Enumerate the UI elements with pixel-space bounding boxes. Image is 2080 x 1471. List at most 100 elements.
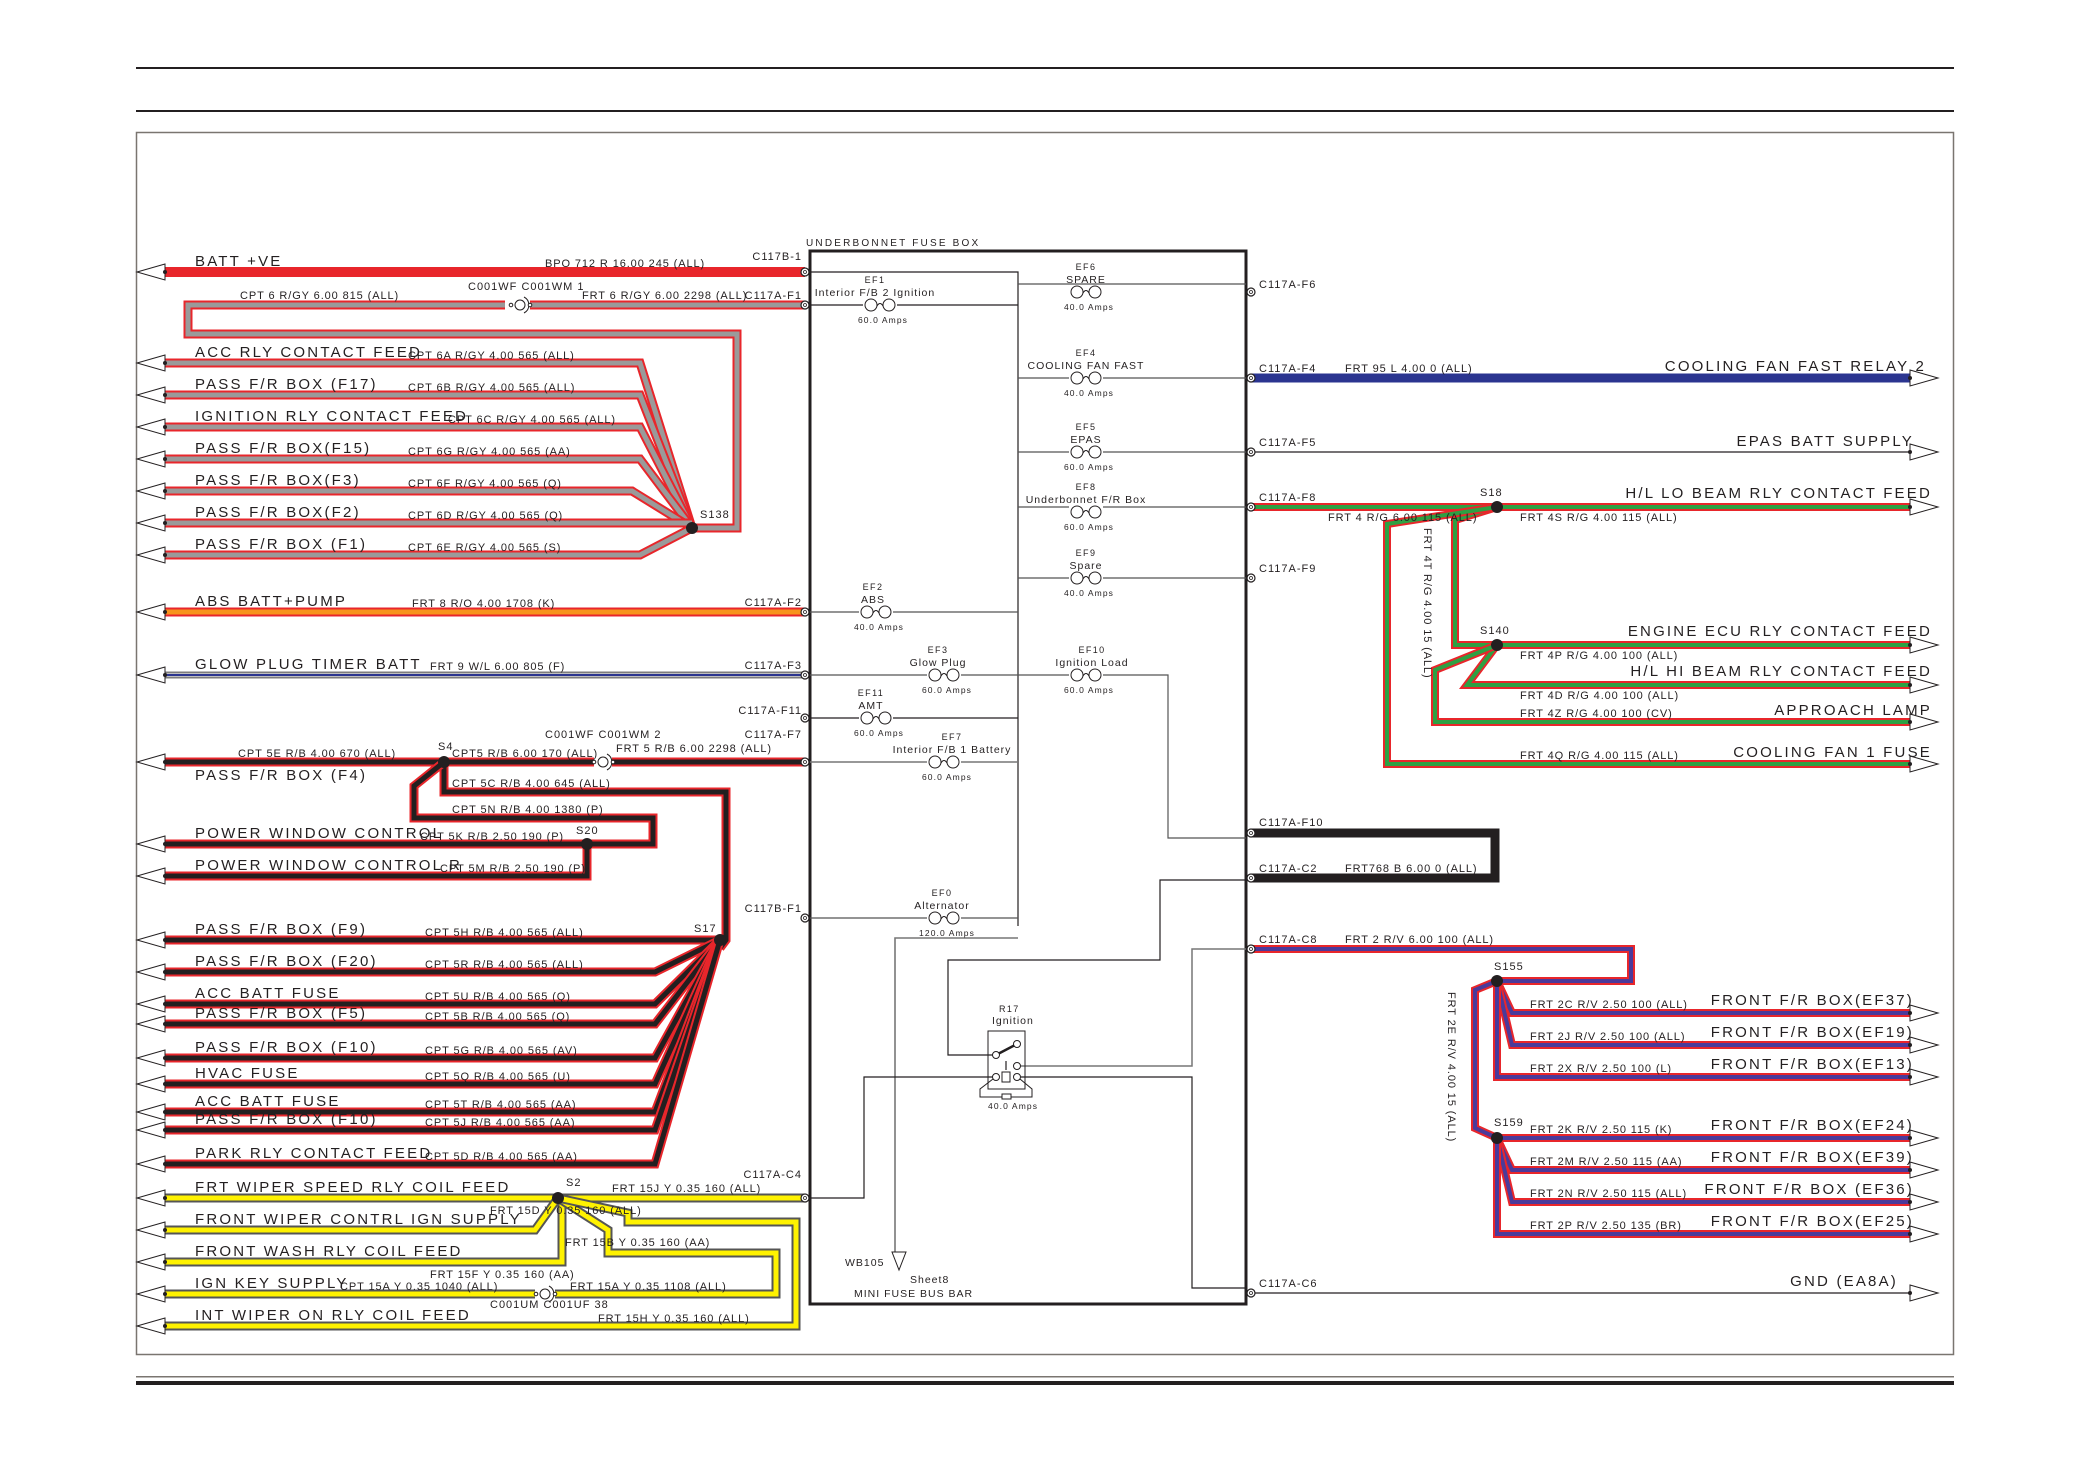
arrow-left-icon[interactable] [135, 1075, 166, 1093]
arrow-left-icon[interactable] [135, 963, 166, 981]
wire-rv-branch [1493, 981, 1910, 1081]
arrow-left-icon[interactable] [135, 1189, 166, 1207]
connector-label: C117A-F11 [738, 705, 802, 717]
arrow-left-icon[interactable] [135, 514, 166, 532]
fuse-name: Glow Plug [910, 657, 967, 669]
wire-c2-loop [1251, 828, 1500, 883]
splice-label: S18 [1480, 487, 1503, 499]
wire-s138-branch [165, 524, 695, 560]
dest-label: INT WIPER ON RLY COIL FEED [195, 1307, 471, 1324]
dest-label: PASS F/R BOX(F15) [195, 440, 371, 457]
fuse-rating: 60.0 Amps [922, 772, 972, 782]
fuse-id: EF3 [928, 645, 949, 655]
fuse-id: EF11 [858, 688, 884, 698]
arrow-right-icon[interactable] [1909, 1036, 1940, 1054]
dest-label: COOLING FAN 1 FUSE [1733, 744, 1932, 761]
wire-pw-2 [165, 844, 592, 881]
arrow-left-icon[interactable] [135, 1221, 166, 1239]
fuse-id: EF10 [1078, 645, 1105, 655]
fuse-rating: 40.0 Amps [1064, 302, 1114, 312]
fuse-name: Interior F/B 1 Battery [893, 744, 1012, 756]
arrow-left-icon[interactable] [135, 931, 166, 949]
arrow-left-icon[interactable] [135, 867, 166, 885]
arrow-left-icon[interactable] [135, 1049, 166, 1067]
relay-diode-icon [1001, 1093, 1012, 1100]
fuse-rating: 60.0 Amps [1064, 522, 1114, 532]
wire-code: CPT 6E R/GY 4.00 565 (S) [408, 542, 561, 554]
dest-label: FRONT WIPER CONTRL IGN SUPPLY [195, 1211, 522, 1228]
wire-code: FRT 2E R/V 4.00 15 (ALL) [1445, 992, 1457, 1142]
fuse-icon [1070, 505, 1084, 519]
wire-code: CPT5 R/B 6.00 170 (ALL) [452, 748, 598, 760]
wire-s17-branch [165, 938, 725, 1169]
arrow-left-icon[interactable] [135, 1253, 166, 1271]
arrow-right-icon[interactable] [1909, 1004, 1940, 1022]
arrow-left-icon[interactable] [135, 263, 166, 281]
splice-dot-icon [1491, 975, 1503, 987]
arrow-left-icon[interactable] [135, 1015, 166, 1033]
splice-label: S138 [700, 509, 730, 521]
fuse-rating: 60.0 Amps [922, 685, 972, 695]
wire-code: FRT 9 W/L 6.00 805 (F) [430, 661, 565, 673]
arrow-left-icon[interactable] [135, 450, 166, 468]
dest-label: ACC BATT FUSE [195, 985, 341, 1002]
arrow-right-icon[interactable] [1909, 1129, 1940, 1147]
arrow-left-icon[interactable] [135, 753, 166, 771]
arrow-left-icon[interactable] [135, 418, 166, 436]
fuse-id: EF9 [1076, 548, 1097, 558]
splice-dot-icon [438, 756, 450, 768]
dest-label: ABS BATT+PUMP [195, 593, 347, 610]
wire-code: FRT768 B 6.00 0 (ALL) [1345, 863, 1477, 875]
arrow-left-icon[interactable] [135, 603, 166, 621]
wire-code: FRT 4S R/G 4.00 115 (ALL) [1520, 512, 1678, 524]
wire-s17-branch [165, 935, 722, 977]
wire-code: CPT 5J R/B 4.00 565 (AA) [425, 1117, 575, 1129]
connector-label: C117A-F4 [1259, 363, 1316, 375]
wire-code: CPT 6B R/GY 4.00 565 (ALL) [408, 382, 575, 394]
arrow-left-icon[interactable] [135, 546, 166, 564]
wire-code: CPT 5N R/B 4.00 1380 (P) [452, 804, 604, 816]
wire-c8 [1251, 945, 1635, 985]
arrow-right-icon[interactable] [1909, 1161, 1940, 1179]
arrow-left-icon[interactable] [135, 666, 166, 684]
arrow-left-icon[interactable] [135, 1121, 166, 1139]
dest-label: PASS F/R BOX (F5) [195, 1005, 367, 1022]
arrow-left-icon[interactable] [135, 1285, 166, 1303]
fuse-name: Spare [1069, 560, 1102, 572]
arrow-left-icon[interactable] [135, 386, 166, 404]
arrow-left-icon[interactable] [135, 835, 166, 853]
wire-code: FRT 2K R/V 2.50 115 (K) [1530, 1124, 1672, 1136]
connector-label: C117A-F9 [1259, 563, 1316, 575]
wire-code: FRT 2 R/V 6.00 100 (ALL) [1345, 934, 1494, 946]
wire-code: CPT 5M R/B 2.50 190 (P) [440, 863, 586, 875]
arrow-right-icon[interactable] [1909, 1193, 1940, 1211]
fuse-icon [1070, 668, 1084, 682]
splice-dot-icon [1491, 501, 1503, 513]
arrow-left-icon[interactable] [135, 1155, 166, 1173]
arrow-left-icon[interactable] [135, 995, 166, 1013]
arrow-left-icon[interactable] [135, 1103, 166, 1121]
arrow-right-icon[interactable] [1909, 443, 1940, 461]
arrow-left-icon[interactable] [135, 354, 166, 372]
fuse-name: Underbonnet F/R Box [1026, 494, 1147, 506]
wire-code: FRT 8 R/O 4.00 1708 (K) [412, 598, 555, 610]
arrow-right-icon[interactable] [1909, 1068, 1940, 1086]
arrow-right-icon[interactable] [1909, 1225, 1940, 1243]
arrow-left-icon[interactable] [135, 482, 166, 500]
wire-code: FRT 2N R/V 2.50 115 (ALL) [1530, 1188, 1687, 1200]
arrow-left-icon[interactable] [135, 1317, 166, 1335]
arrow-right-icon[interactable] [1909, 1284, 1940, 1302]
splice-dot-icon [581, 838, 593, 850]
